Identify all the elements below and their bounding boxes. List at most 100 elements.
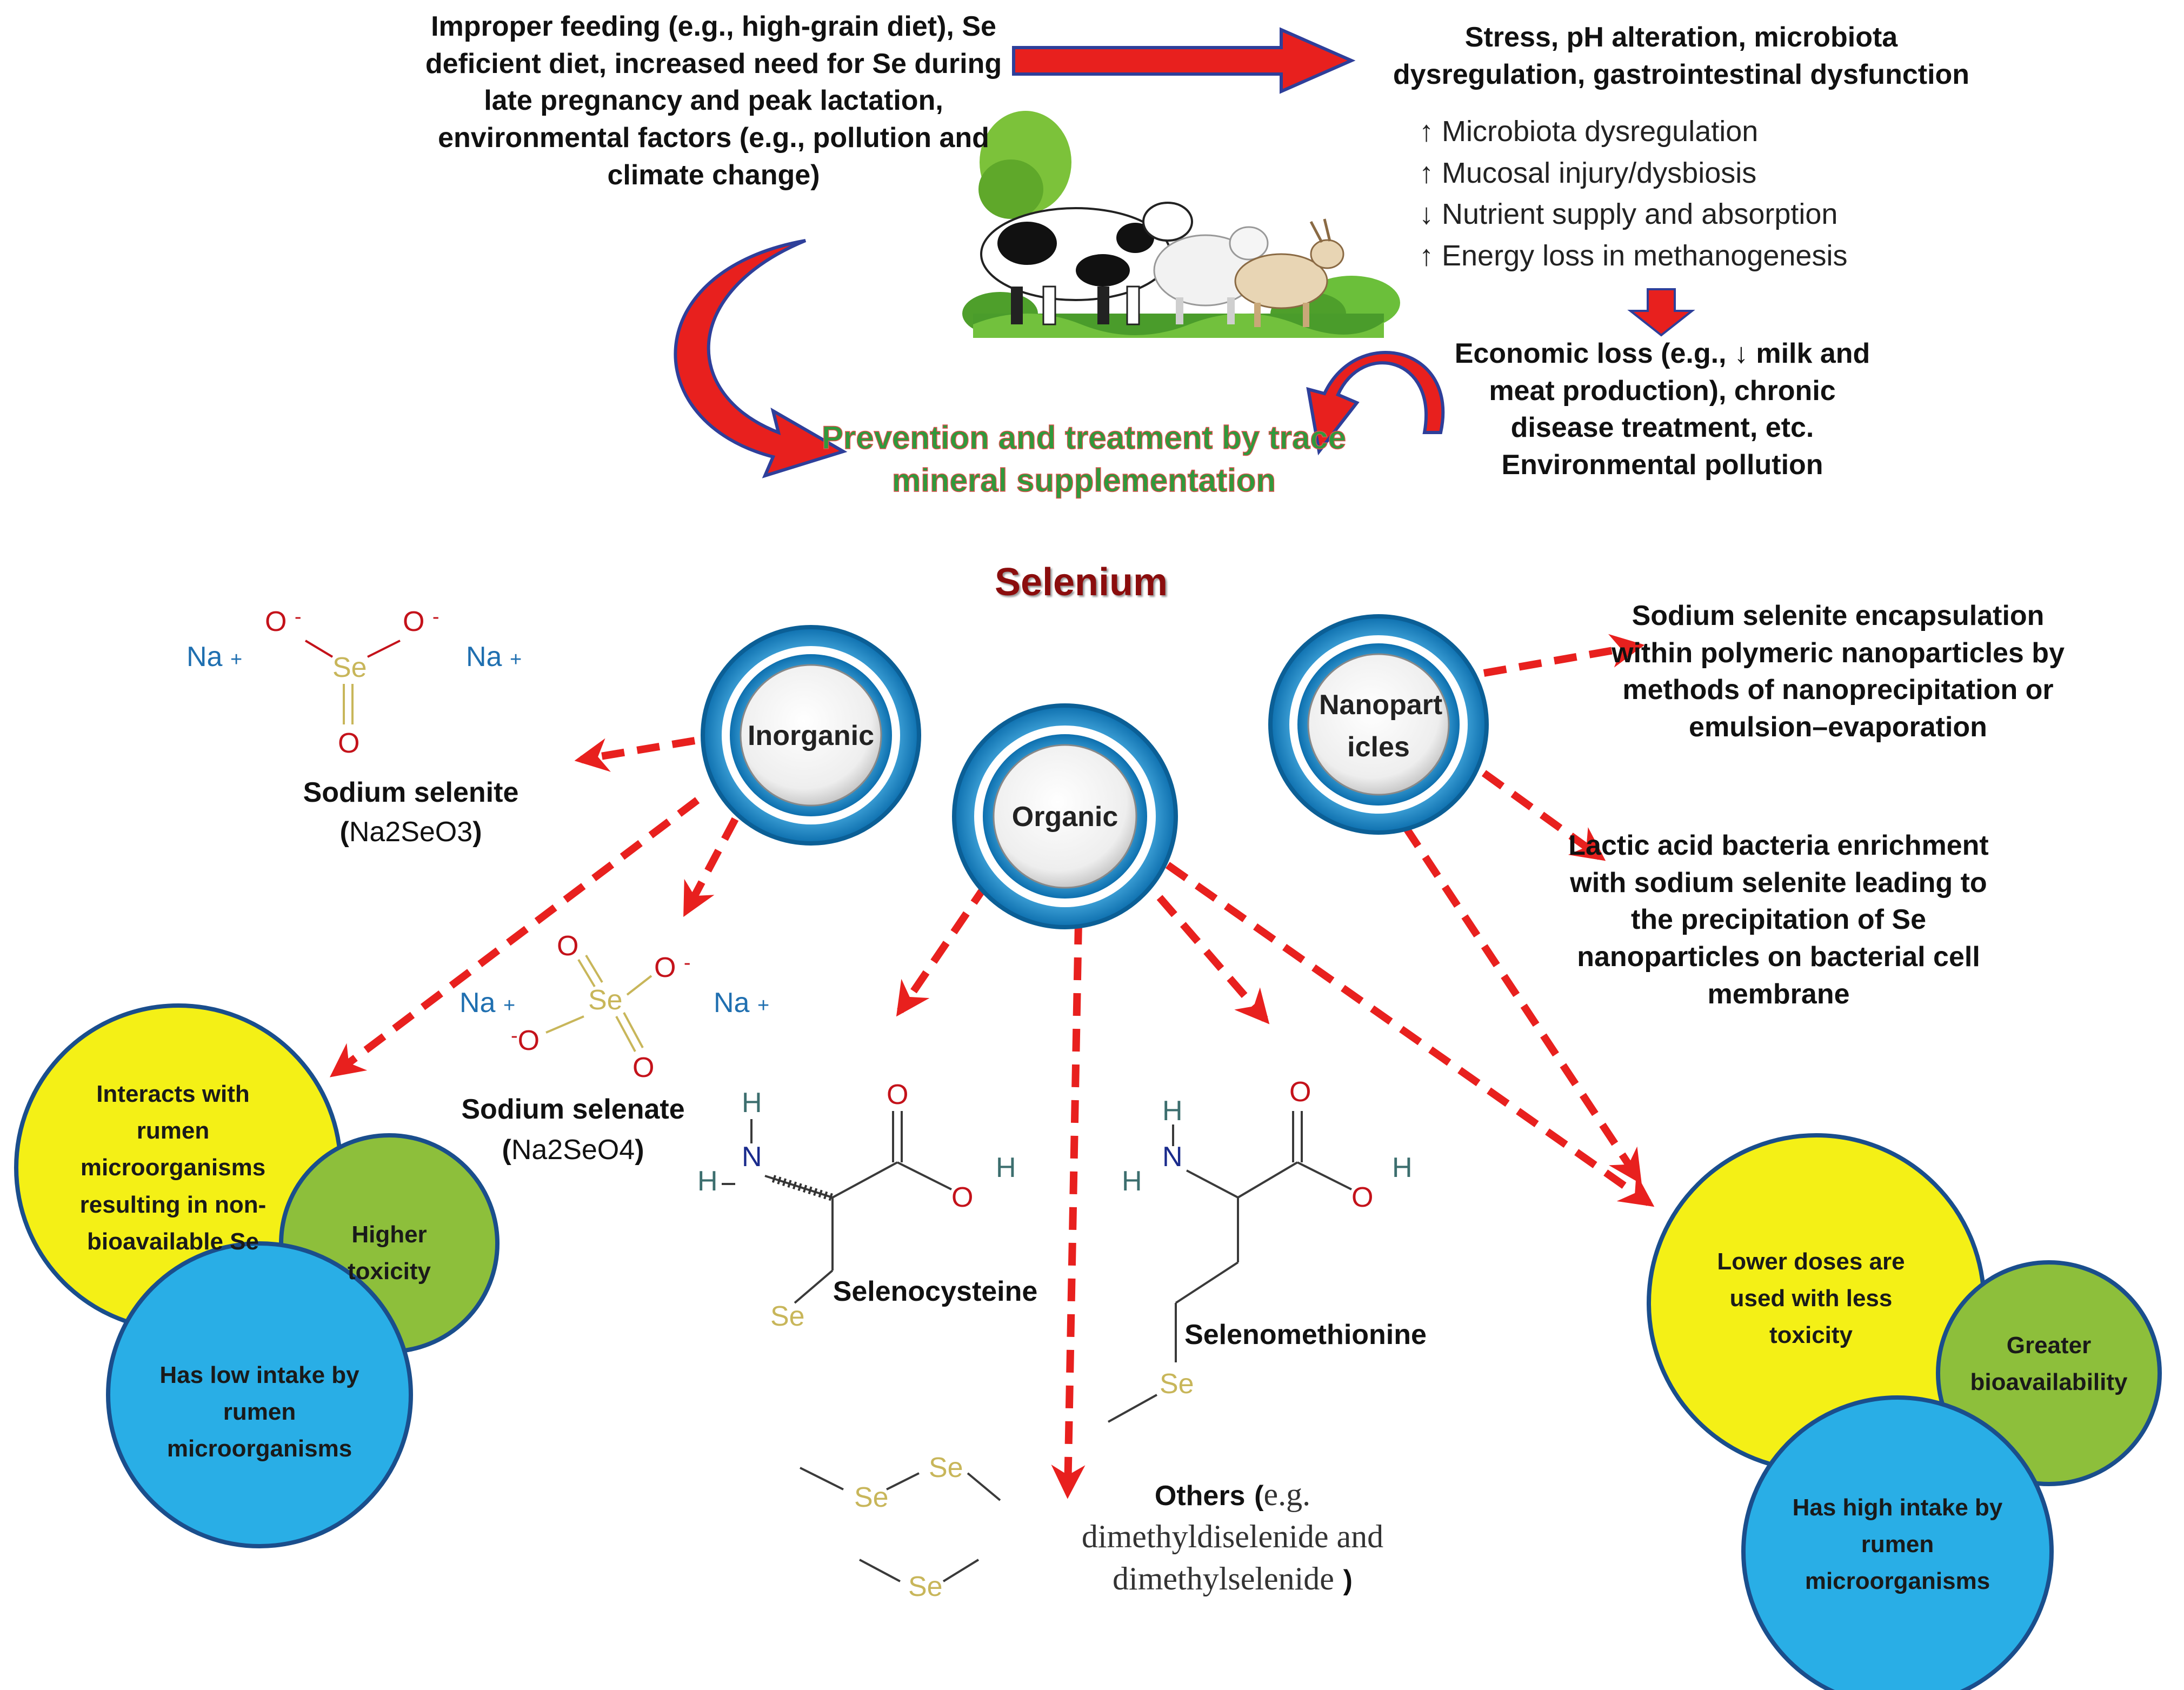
arrow-inorganic-to-bubbles	[329, 797, 700, 1077]
arrow-nano-to-method1	[1483, 634, 1645, 677]
nano-method-1: Sodium selenite encapsulation within pol…	[1612, 600, 2065, 743]
selenate-o-left: -O	[511, 1024, 540, 1057]
arrow-organic-to-others	[1051, 921, 1086, 1499]
selenocysteine-name: Selenocysteine	[833, 1276, 1038, 1307]
others-detail: e.g. dimethyldiselenide and dimethylsele…	[1081, 1476, 1384, 1596]
selenite-na-left: Na +	[187, 641, 242, 673]
effects-item: ↑ Mucosal injury/dysbiosis	[1419, 156, 1757, 189]
selenomethionine-h-right: H	[1392, 1152, 1413, 1183]
selenomethionine-name: Selenomethionine	[1184, 1319, 1427, 1350]
arrow-inorganic-to-selenite	[574, 737, 696, 772]
hub-nanoparticles	[1268, 614, 1489, 835]
charge-minus: -	[432, 606, 440, 628]
charge-plus: +	[230, 648, 243, 671]
selenite-formula: Na2SeO3	[349, 816, 473, 848]
arrow-inorganic-to-selenate	[683, 817, 739, 917]
others-close: )	[1343, 1565, 1353, 1596]
hub-inorganic-label: Inorganic	[747, 720, 875, 751]
causes-text: Improper feeding (e.g., high-grain diet)…	[425, 11, 1002, 191]
charge-plus: +	[503, 994, 516, 1017]
selenium-title: Selenium	[994, 561, 1168, 604]
others-se-2: Se	[929, 1452, 963, 1483]
selenite-structure	[304, 640, 401, 724]
selenite-na-right: Na +	[466, 641, 522, 673]
nano-method-2: Lactic acid bacteria enrichment with sod…	[1568, 830, 1989, 1010]
atom-na: Na	[460, 987, 496, 1019]
selenate-name: Sodium selenate	[461, 1094, 685, 1125]
selenate-o-top: O	[557, 930, 579, 962]
selenate-na-left: Na +	[460, 987, 515, 1019]
hub-nanoparticles-label: Nanopart icles	[1319, 689, 1443, 763]
selenocysteine-h-top: H	[742, 1087, 762, 1119]
selenomethionine-n: N	[1162, 1141, 1183, 1173]
effects-list: ↑ Microbiota dysregulation ↑ Mucosal inj…	[1419, 111, 1933, 277]
arrow-organic-to-selenomethionine	[1156, 895, 1270, 1024]
arrow-organic-to-nano-bubbles	[1165, 862, 1655, 1207]
hub-organic	[952, 703, 1178, 929]
atom-o: O	[265, 606, 287, 637]
nano-bubble-blue-text: Has high intake by rumen microorganisms	[1792, 1494, 2003, 1595]
selenocysteine-o-right: O	[951, 1182, 974, 1213]
selenate-structure	[545, 954, 652, 1052]
atom-na: Na	[466, 641, 502, 673]
livestock-illustration	[962, 108, 1400, 343]
atom-o: O	[517, 1025, 540, 1056]
atom-na: Na	[714, 987, 750, 1019]
curved-arrow-left	[674, 239, 848, 478]
others-se-3: Se	[908, 1571, 943, 1602]
arrow-organic-to-selenocysteine	[896, 882, 990, 1017]
effects-to-economic-arrow	[1627, 288, 1695, 337]
selenomethionine-o-right: O	[1351, 1182, 1374, 1213]
selenite-o-right: O -	[403, 606, 440, 638]
charge-plus: +	[757, 994, 770, 1017]
selenate-se: Se	[588, 984, 623, 1016]
nano-bubble-green-text: Greater bioavailability	[1970, 1332, 2128, 1396]
charge-plus: +	[509, 648, 522, 671]
prevention-text: Prevention and treatment by trace minera…	[821, 419, 1347, 499]
others-text: Others (e.g. dimethyldiselenide and dime…	[1081, 1476, 1384, 1596]
selenite-se: Se	[332, 652, 367, 683]
selenocysteine-se: Se	[770, 1301, 805, 1332]
selenocysteine-o-top: O	[887, 1079, 909, 1110]
inorganic-bubble-blue-text: Has low intake by rumen microorganisms	[159, 1362, 359, 1462]
selenate-o-bottom: O	[632, 1052, 655, 1083]
selenomethionine-h-top: H	[1162, 1095, 1183, 1127]
effects-item: ↓ Nutrient supply and absorption	[1419, 198, 1838, 231]
charge-minus: -	[294, 606, 302, 628]
effects-title: Stress, pH alteration, microbiota dysreg…	[1393, 22, 1970, 90]
selenite-name: Sodium selenite	[303, 777, 519, 808]
selenate-o-right: O -	[654, 952, 691, 984]
effects-item: ↑ Microbiota dysregulation	[1419, 115, 1759, 148]
inorganic-bubble-green-text: Higher toxicity	[347, 1221, 431, 1285]
selenate-na-right: Na +	[714, 987, 769, 1019]
others-se-1: Se	[854, 1482, 889, 1513]
selenate-formula-line: (Na2SeO4)	[502, 1134, 644, 1166]
selenite-formula-line: (Na2SeO3)	[339, 816, 482, 848]
selenomethionine-o-top: O	[1289, 1076, 1311, 1108]
charge-minus: -	[683, 952, 691, 974]
selenite-o-bottom: O	[338, 728, 360, 759]
atom-o: O	[403, 606, 425, 637]
atom-o: O	[654, 952, 676, 983]
causes-to-effects-arrow	[1012, 27, 1356, 94]
atom-na: Na	[187, 641, 223, 673]
curved-arrow-right	[1306, 351, 1445, 456]
selenomethionine-h-left: H	[1122, 1166, 1142, 1197]
arrow-nano-to-method2	[1481, 770, 1606, 861]
selenocysteine-structure	[722, 1111, 952, 1304]
effects-item: ↑ Energy loss in methanogenesis	[1419, 239, 1848, 272]
selenomethionine-se: Se	[1160, 1368, 1194, 1400]
selenocysteine-h-right: H	[996, 1152, 1016, 1183]
nano-bubbles	[1647, 1133, 2162, 1690]
nano-bubble-yellow-text: Lower doses are used with less toxicity	[1717, 1248, 1905, 1349]
selenite-o-left: O -	[265, 606, 302, 638]
dashed-arrows	[329, 634, 1655, 1499]
selenocysteine-n: N	[742, 1141, 762, 1173]
inorganic-bubble-yellow-text: Interacts with rumen microorganisms resu…	[79, 1081, 267, 1255]
selenomethionine-structure	[1108, 1111, 1352, 1423]
inorganic-bubbles	[14, 1003, 500, 1548]
hub-inorganic	[701, 625, 921, 846]
charge-minus: -	[511, 1024, 518, 1047]
others-structure	[800, 1467, 1001, 1582]
